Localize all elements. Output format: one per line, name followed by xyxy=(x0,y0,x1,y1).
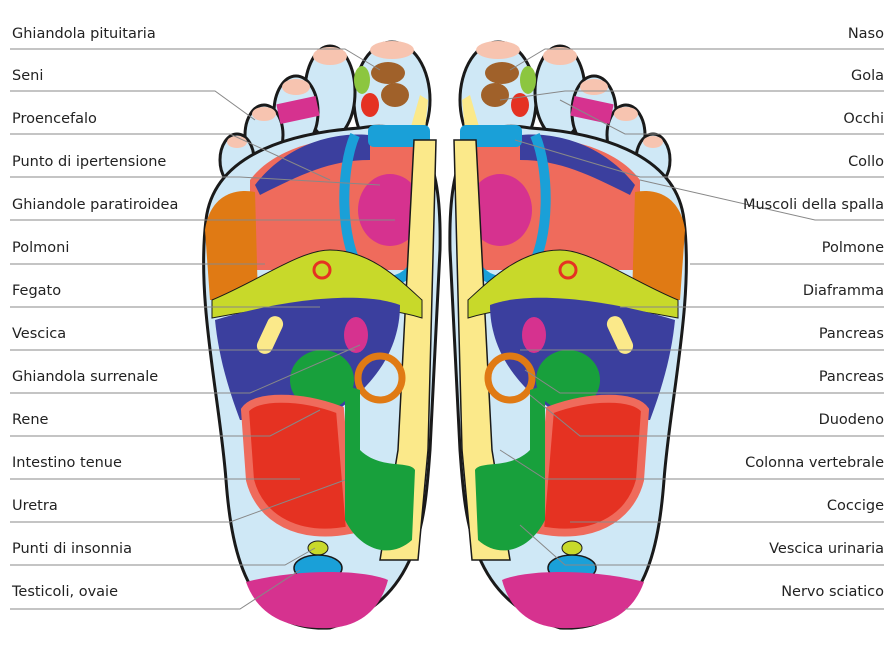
right-label: Vescica urinaria xyxy=(769,541,884,557)
right-label: Muscoli della spalla xyxy=(742,197,884,213)
left-label: Intestino tenue xyxy=(12,455,122,471)
left-label: Uretra xyxy=(12,498,58,514)
left-label: Proencefalo xyxy=(12,111,97,127)
left-label: Ghiandola pituitaria xyxy=(12,26,156,42)
left-label: Punto di ipertensione xyxy=(12,154,167,170)
left-label: Rene xyxy=(12,412,49,428)
right-label: Collo xyxy=(848,154,884,170)
right-label: Occhi xyxy=(843,111,884,127)
right-label: Pancreas xyxy=(818,369,884,385)
left-label: Ghiandola surrenale xyxy=(12,369,159,385)
right-label: Naso xyxy=(847,26,884,42)
right-label: Diaframma xyxy=(802,283,884,299)
left-label: Punti di insonnia xyxy=(12,541,132,557)
left-label: Seni xyxy=(12,68,44,84)
left-label: Polmoni xyxy=(12,240,70,256)
left-foot xyxy=(204,41,441,628)
left-label: Vescica xyxy=(12,326,67,342)
right-label: Nervo sciatico xyxy=(781,584,884,600)
right-label: Coccige xyxy=(826,498,884,514)
right-label: Colonna vertebrale xyxy=(745,455,884,471)
right-label: Polmone xyxy=(821,240,884,256)
right-label: Duodeno xyxy=(818,412,884,428)
right-label: Gola xyxy=(850,68,884,84)
left-label: Fegato xyxy=(12,283,62,299)
left-label: Testicoli, ovaie xyxy=(12,584,118,600)
left-label: Ghiandole paratiroidea xyxy=(12,197,179,213)
right-label: Pancreas xyxy=(818,326,884,342)
right-foot xyxy=(450,41,687,628)
leader-lines xyxy=(10,48,884,610)
